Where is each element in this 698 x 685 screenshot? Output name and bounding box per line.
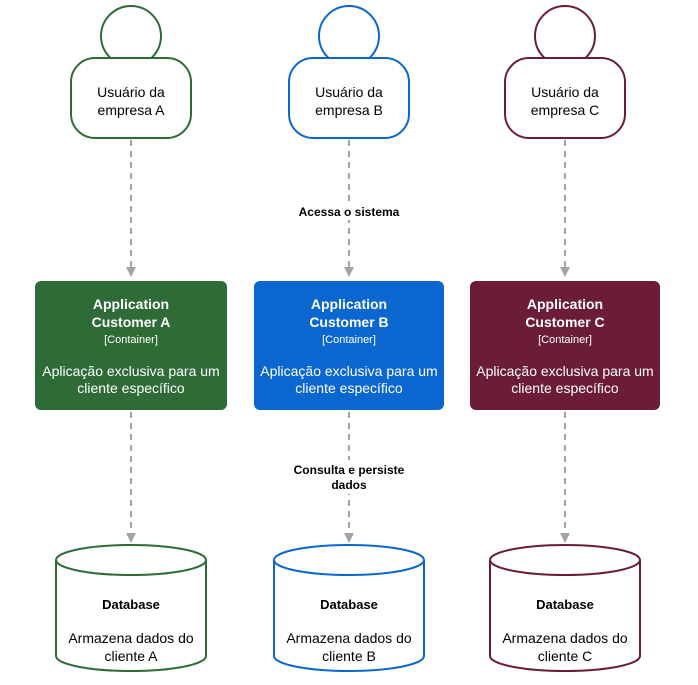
person-a-label-line1: Usuário da — [97, 84, 165, 100]
database-a-title: Database — [102, 597, 160, 612]
database-a-top — [55, 544, 207, 576]
database-a-body — [55, 560, 207, 672]
column-a: Usuário da empresa A Application Custome… — [35, 5, 227, 672]
person-c[interactable]: Usuário da empresa C — [504, 5, 626, 139]
person-b-body — [288, 57, 410, 139]
app-customer-b-desc-line1: Aplicação exclusiva para um — [260, 363, 437, 379]
app-customer-c-desc-line1: Aplicação exclusiva para um — [476, 363, 653, 379]
person-b-label-line1: Usuário da — [315, 84, 383, 100]
person-a-label-line2: empresa A — [98, 102, 166, 118]
app-customer-b-desc-line2: cliente específico — [295, 380, 403, 396]
column-c: Usuário da empresa C Application Custome… — [470, 5, 660, 672]
edge-persist-label-line1: Consulta e persiste — [294, 463, 405, 477]
app-customer-a-box — [35, 281, 227, 410]
app-customer-a[interactable]: Application Customer A [Container] Aplic… — [35, 281, 227, 410]
person-a[interactable]: Usuário da empresa A — [70, 5, 192, 139]
app-customer-b-title-line1: Application — [311, 296, 387, 312]
app-customer-c-title-line1: Application — [527, 296, 603, 312]
database-c-desc-line2: cliente C — [538, 648, 592, 664]
app-customer-b-box — [254, 281, 444, 410]
app-customer-a-title-line2: Customer A — [92, 314, 171, 330]
database-a-desc-line1: Armazena dados do — [68, 630, 194, 646]
database-b-title: Database — [320, 597, 378, 612]
person-c-label-line2: empresa C — [531, 102, 599, 118]
person-b[interactable]: Usuário da empresa B — [288, 5, 410, 139]
app-customer-a-title-line1: Application — [93, 296, 169, 312]
edge-access-label-bg — [288, 202, 410, 220]
app-customer-b-title-line2: Customer B — [309, 314, 388, 330]
app-customer-c[interactable]: Application Customer C [Container] Aplic… — [470, 281, 660, 410]
edge-persist-label-line2: dados — [331, 478, 367, 492]
edge-persist-label-bg — [282, 460, 416, 494]
database-b-top — [273, 544, 425, 576]
app-customer-c-box — [470, 281, 660, 410]
database-b[interactable]: Database Armazena dados do cliente B — [273, 544, 425, 672]
database-b-body — [273, 560, 425, 672]
database-a[interactable]: Database Armazena dados do cliente A — [55, 544, 207, 672]
column-b: Usuário da empresa B Acessa o sistema Ap… — [254, 5, 444, 672]
app-customer-a-desc-line2: cliente específico — [77, 380, 185, 396]
database-c-desc-line1: Armazena dados do — [502, 630, 628, 646]
app-customer-b[interactable]: Application Customer B [Container] Aplic… — [254, 281, 444, 410]
person-c-label-line1: Usuário da — [531, 84, 599, 100]
app-customer-b-type: [Container] — [322, 334, 376, 346]
person-c-body — [504, 57, 626, 139]
database-c-top — [489, 544, 641, 576]
database-c[interactable]: Database Armazena dados do cliente C — [489, 544, 641, 672]
app-customer-a-desc-line1: Aplicação exclusiva para um — [42, 363, 219, 379]
database-b-desc-line2: cliente B — [322, 648, 376, 664]
database-b-desc-line1: Armazena dados do — [286, 630, 412, 646]
app-customer-c-type: [Container] — [538, 334, 592, 346]
app-customer-c-title-line2: Customer C — [525, 314, 604, 330]
person-b-label-line2: empresa B — [315, 102, 383, 118]
database-a-desc-line2: cliente A — [105, 648, 159, 664]
edge-access-label: Acessa o sistema — [299, 205, 400, 219]
app-customer-a-type: [Container] — [104, 334, 158, 346]
database-c-body — [489, 560, 641, 672]
database-c-title: Database — [536, 597, 594, 612]
person-a-body — [70, 57, 192, 139]
app-customer-c-desc-line2: cliente específico — [511, 380, 619, 396]
